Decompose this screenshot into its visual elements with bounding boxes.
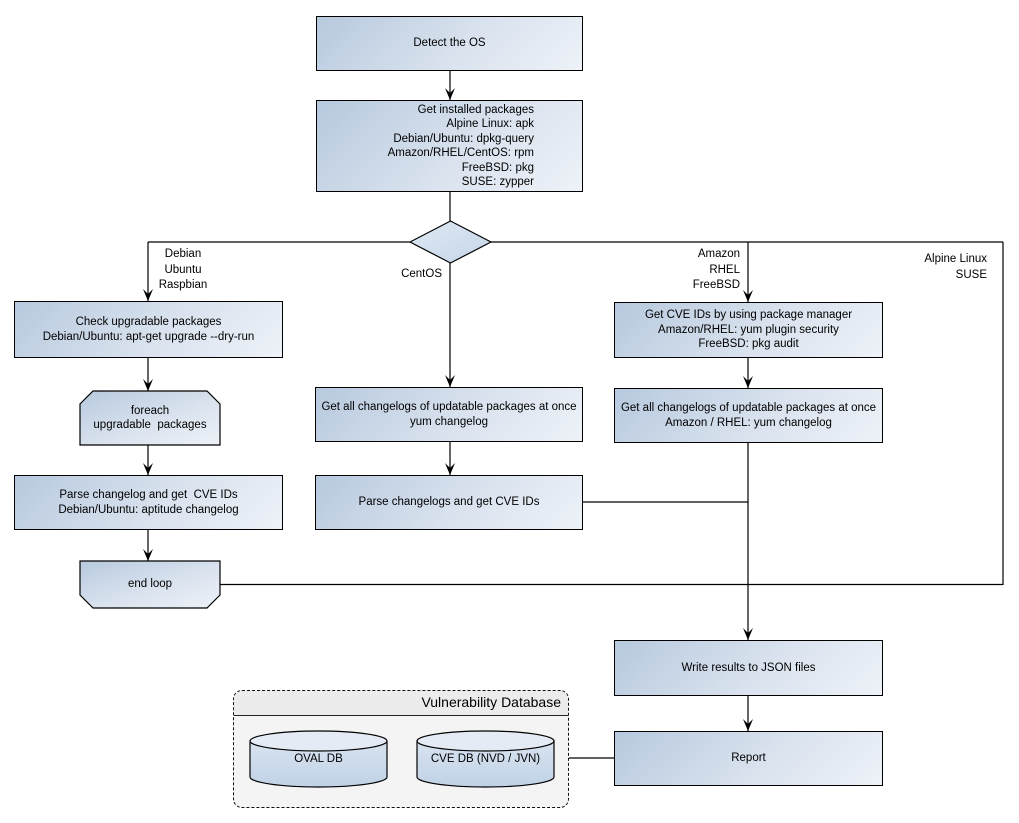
node-parse-changelogs-centos: Parse changelogs and get CVE IDs	[315, 475, 583, 530]
arrowhead-icon	[445, 375, 455, 387]
os-decision-diamond	[408, 220, 493, 264]
arrowhead-icon	[143, 289, 153, 301]
node-write-results-json: Write results to JSON files	[614, 640, 883, 696]
node-label: Write results to JSON files	[681, 661, 816, 674]
arrowhead-icon	[445, 88, 455, 100]
arrowhead-icon	[743, 628, 753, 640]
node-report: Report	[614, 731, 883, 786]
node-label: Parse changelogs and get CVE IDs	[358, 496, 540, 509]
node-parse-changelog-debian: Parse changelog and get CVE IDs Debian/U…	[14, 475, 283, 530]
arrowhead-icon	[445, 463, 455, 475]
node-label: Detect the OS	[413, 37, 486, 50]
node-check-upgradable-packages: Check upgradable packages Debian/Ubuntu:…	[14, 301, 283, 358]
arrowhead-icon	[143, 549, 153, 561]
node-get-changelogs-amazon: Get all changelogs of updatable packages…	[614, 388, 883, 443]
arrowhead-icon	[143, 463, 153, 475]
node-get-cve-ids-package-manager: Get CVE IDs by using package manager Ama…	[614, 302, 883, 358]
edge-label-alpine-branch: Alpine Linux SUSE	[924, 253, 987, 281]
node-label: Get all changelogs of updatable packages…	[321, 401, 577, 428]
node-label: Report	[731, 752, 766, 765]
end-loop-shape	[79, 560, 221, 609]
end-loop-label: end loop	[127, 578, 173, 591]
node-label: Get all changelogs of updatable packages…	[620, 402, 877, 429]
node-get-installed-packages: Get installed packages Alpine Linux: apk…	[316, 100, 583, 192]
node-get-changelogs-centos: Get all changelogs of updatable packages…	[315, 387, 583, 442]
edge-label-amazon-branch: Amazon RHEL FreeBSD	[692, 248, 740, 291]
connectors	[147, 71, 1004, 759]
cve-db-label: CVE DB (NVD / JVN)	[430, 752, 541, 765]
foreach-loop-label: foreach upgradable packages	[93, 404, 207, 432]
node-label: Get CVE IDs by using package manager Ama…	[644, 309, 853, 351]
node-detect-os: Detect the OS	[316, 16, 583, 71]
oval-db-label: OVAL DB	[294, 752, 343, 765]
node-label: Get installed packages Alpine Linux: apk…	[387, 103, 534, 189]
vulnerability-database-title: Vulnerability Database	[234, 691, 568, 716]
arrowhead-icon	[743, 290, 753, 302]
node-label: Parse changelog and get CVE IDs Debian/U…	[58, 489, 239, 516]
node-label: Check upgradable packages Debian/Ubuntu:…	[42, 316, 255, 343]
arrowhead-icon	[743, 376, 753, 388]
foreach-loop-shape	[79, 390, 221, 446]
arrowhead-icon	[143, 379, 153, 391]
edge-label-debian-branch: Debian Ubuntu Raspbian	[158, 248, 208, 291]
edge-label-centos-branch: CentOS	[401, 268, 442, 280]
arrowhead-icon	[743, 719, 753, 731]
arrowheads	[143, 88, 753, 731]
